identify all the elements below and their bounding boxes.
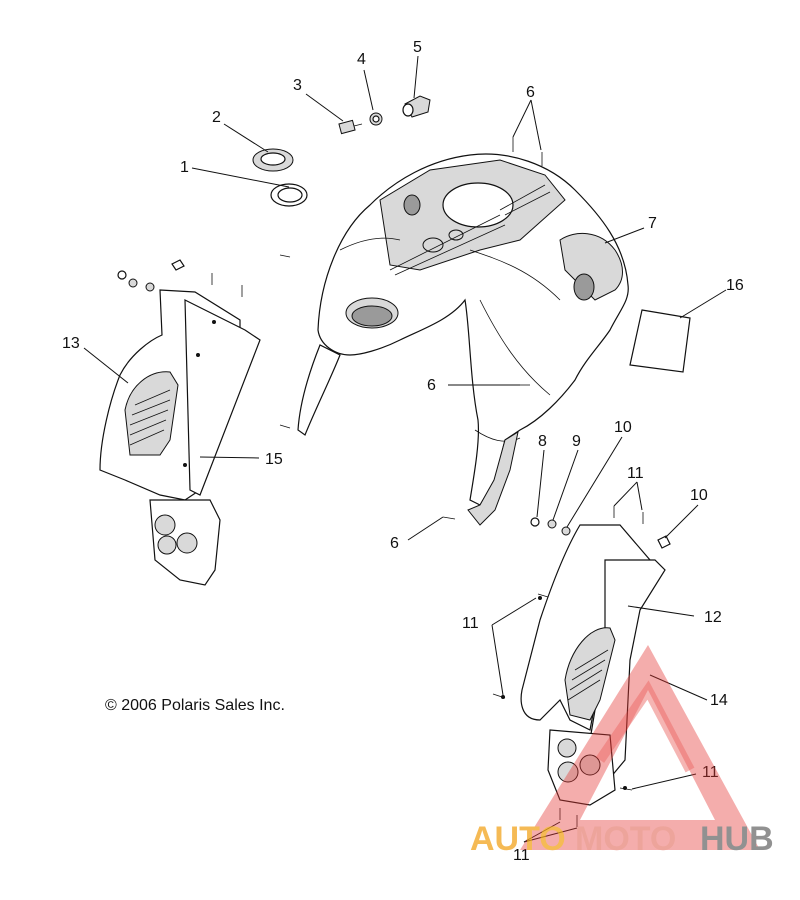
callout-7: 7	[648, 215, 657, 232]
copyright-text: © 2006 Polaris Sales Inc.	[105, 697, 285, 714]
callout-12: 12	[704, 609, 722, 626]
callout-6-bottom: 6	[390, 535, 399, 552]
callout-13: 13	[62, 335, 80, 352]
callout-8: 8	[538, 433, 547, 450]
callout-10-top: 10	[614, 419, 632, 436]
dash-panel	[297, 153, 629, 526]
callout-11-left: 11	[462, 615, 479, 632]
leader-lines	[83, 55, 727, 843]
right-side-panel	[501, 524, 666, 806]
watermark-hub: HUB	[700, 820, 774, 858]
callout-4: 4	[357, 51, 366, 68]
callout-6-top: 6	[526, 84, 535, 101]
callout-2: 2	[212, 109, 221, 126]
callout-15: 15	[265, 451, 283, 468]
small-parts	[117, 95, 691, 827]
watermark-auto: AUTO	[470, 820, 566, 858]
left-side-panel	[99, 289, 261, 586]
callout-16: 16	[726, 277, 744, 294]
callout-11-right: 11	[702, 764, 719, 781]
watermark-logo: AUTO MOTO HUB	[470, 645, 774, 858]
callout-numbers: 1 2 3 4 5 6 6 6 7 8 9 10 10 11 11 11 11 …	[62, 39, 744, 864]
watermark-triangle-icon	[520, 645, 760, 850]
callout-5: 5	[413, 39, 422, 56]
watermark-moto: MOTO	[575, 820, 676, 858]
callout-1: 1	[180, 159, 189, 176]
callout-10-right: 10	[690, 487, 708, 504]
callout-11-bottom: 11	[513, 847, 530, 864]
callout-11-upper: 11	[627, 465, 644, 482]
callout-3: 3	[293, 77, 302, 94]
callout-6-middle: 6	[427, 377, 436, 394]
callout-14: 14	[710, 692, 728, 709]
callout-9: 9	[572, 433, 581, 450]
